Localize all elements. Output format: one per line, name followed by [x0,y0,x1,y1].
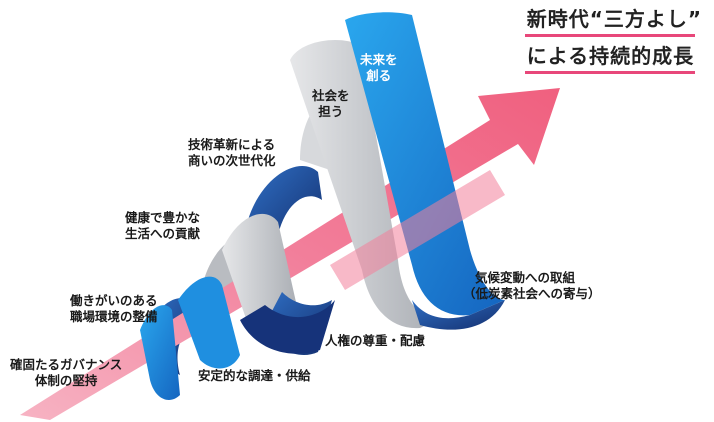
label-shakai: 社会を 担う [312,88,350,120]
label-kenkou-line2: 生活への貢献 [125,226,201,241]
title-underline-1 [524,34,695,37]
label-jinken: 人権の尊重・配慮 [325,333,426,348]
label-shakai-line1: 社会を [312,88,350,103]
label-hataraki-line2: 職場環境の整備 [70,309,158,324]
label-governance-line1: 確固たるガバナンス [10,357,123,372]
title-block: 新時代“三方よし” による持続的成長 [524,6,704,80]
label-mirai-line1: 未来を [360,52,398,67]
label-governance: 確固たるガバナンス 体制の堅持 [10,357,122,389]
label-gijutsu-line1: 技術革新による [188,137,276,152]
label-shakai-line2: 担う [318,104,344,119]
title-line-2: による持続的成長 [526,44,695,68]
label-antei: 安定的な調達・供給 [198,368,311,383]
label-gijutsu-line2: 商いの次世代化 [188,153,276,168]
title-underline-2 [524,71,695,74]
title-line-1: 新時代“三方よし” [526,7,702,31]
label-governance-line2: 体制の堅持 [34,373,98,388]
label-gijutsu: 技術革新による 商いの次世代化 [188,137,276,169]
label-mirai: 未来を 創る [360,52,398,84]
label-kenkou-line1: 健康で豊かな [125,210,201,225]
ribbon-front-sheets [140,12,505,400]
label-kiko-line1: 気候変動への取組 [475,270,576,285]
label-mirai-line2: 創る [366,68,392,83]
label-hataraki: 働きがいのある 職場環境の整備 [70,293,158,325]
label-hataraki-line1: 働きがいのある [70,293,158,308]
label-kiko-line2: （低炭素社会への寄与） [463,286,601,301]
label-kenkou: 健康で豊かな 生活への貢献 [125,210,200,242]
arrow-front-overlay [330,170,505,290]
label-kiko: 気候変動への取組 （低炭素社会への寄与） [463,270,601,302]
